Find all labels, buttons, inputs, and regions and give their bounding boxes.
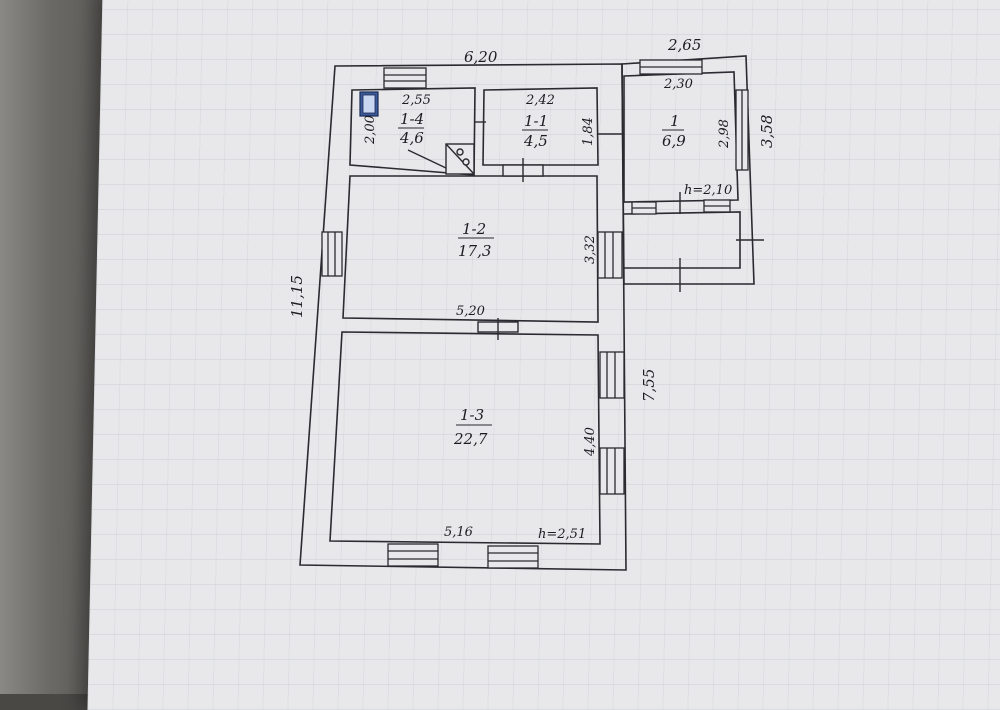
window-left-1-2 [321,231,343,277]
window-annex-bottom-right [703,199,731,213]
main-outer-wall [299,63,627,571]
room-1-3-height: h=2,51 [538,527,586,542]
window-top-1-4 [383,67,427,89]
annex-porch-wall [623,211,741,269]
door-1-1-to-1-2 [502,158,544,182]
window-annex-top [639,59,703,75]
window-right-1-2 [597,231,623,279]
annex-outer-wall [621,55,755,285]
room-1-1-id: 1-1 [524,112,548,130]
room-1-3-outline [329,331,601,545]
stair-line [407,149,447,169]
room-1-depth: 2,98 [717,119,732,149]
dim-top-annex: 2,65 [667,36,701,54]
room-1-4-outline [349,87,476,176]
dim-top-main: 6,20 [464,48,498,66]
room-1-1-outline [482,87,599,166]
window-bottom-left [387,543,439,567]
room-1-2-depth: 3,32 [583,235,598,264]
room-1-area: 6,9 [662,132,686,150]
room-1-4-width: 2,55 [401,93,431,108]
room-1-1-width: 2,42 [525,93,555,108]
window-annex-right [735,89,749,171]
room-1-4-area: 4,6 [399,129,424,147]
room-1-2-width: 5,20 [456,304,485,319]
stove [445,143,475,175]
room-1-1-area: 4,5 [523,132,548,150]
floor-plan: 6,20 2,65 11,15 7,55 3,58 2,55 1-4 4,6 2… [288,36,776,571]
room-1-4-id: 1-4 [400,110,424,128]
room-1-3-area: 22,7 [453,430,488,448]
sink-icon [359,91,379,117]
door-1-2-to-1-3 [477,318,519,340]
window-right-1-3-upper [599,351,625,399]
room-1-2-area: 17,3 [458,242,491,260]
dim-right-lower: 7,55 [640,369,658,402]
room-1-3-id: 1-3 [460,406,484,424]
window-annex-bottom-left [631,201,657,215]
room-1-4-depth: 2,00 [363,115,378,145]
room-1-3-width: 5,16 [444,525,473,540]
room-1-id: 1 [670,112,680,130]
room-1-2-id: 1-2 [462,220,486,238]
window-right-1-3-lower [599,447,625,495]
dim-left-total: 11,15 [288,275,306,318]
dim-right-annex: 3,58 [758,115,776,148]
room-1-width: 2,30 [663,77,693,92]
room-1-1-depth: 1,84 [581,117,596,146]
room-1-3-depth: 4,40 [583,427,598,457]
room-1-height: h=2,10 [684,183,732,198]
door-annex-entry [679,192,764,292]
window-bottom-right [487,545,539,569]
